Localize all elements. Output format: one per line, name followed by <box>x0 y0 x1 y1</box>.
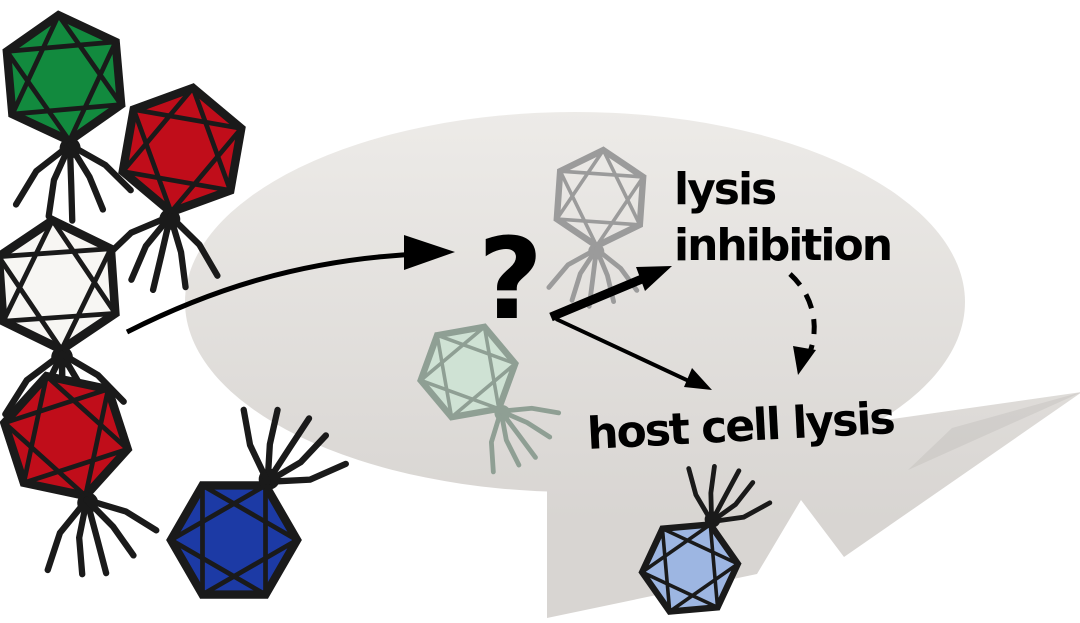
lysis-inhibition-label-line2: inhibition <box>674 220 891 271</box>
curved-entry-arrow <box>125 235 455 335</box>
speech-bubble-body <box>185 112 965 492</box>
thin-arrow-to-host-cell-lysis <box>555 317 712 390</box>
speech-bubble-fold <box>908 392 1080 470</box>
phage-tail <box>29 475 164 590</box>
question-mark: ? <box>478 215 543 345</box>
phage-head <box>0 359 137 513</box>
phage-tail <box>11 133 133 226</box>
green-phage-icon <box>0 10 133 225</box>
dashed-arrow-inhibition-to-lysis <box>788 272 817 375</box>
phage-head <box>0 216 118 353</box>
lysis-inhibition-label-line1: lysis <box>674 164 776 215</box>
speech-bubble <box>185 112 1080 618</box>
phage-head <box>117 78 246 221</box>
phage-head <box>4 10 124 145</box>
red-phage-icon-bottom <box>0 359 164 590</box>
thick-arrow-to-lysis-inhibition <box>549 266 672 322</box>
